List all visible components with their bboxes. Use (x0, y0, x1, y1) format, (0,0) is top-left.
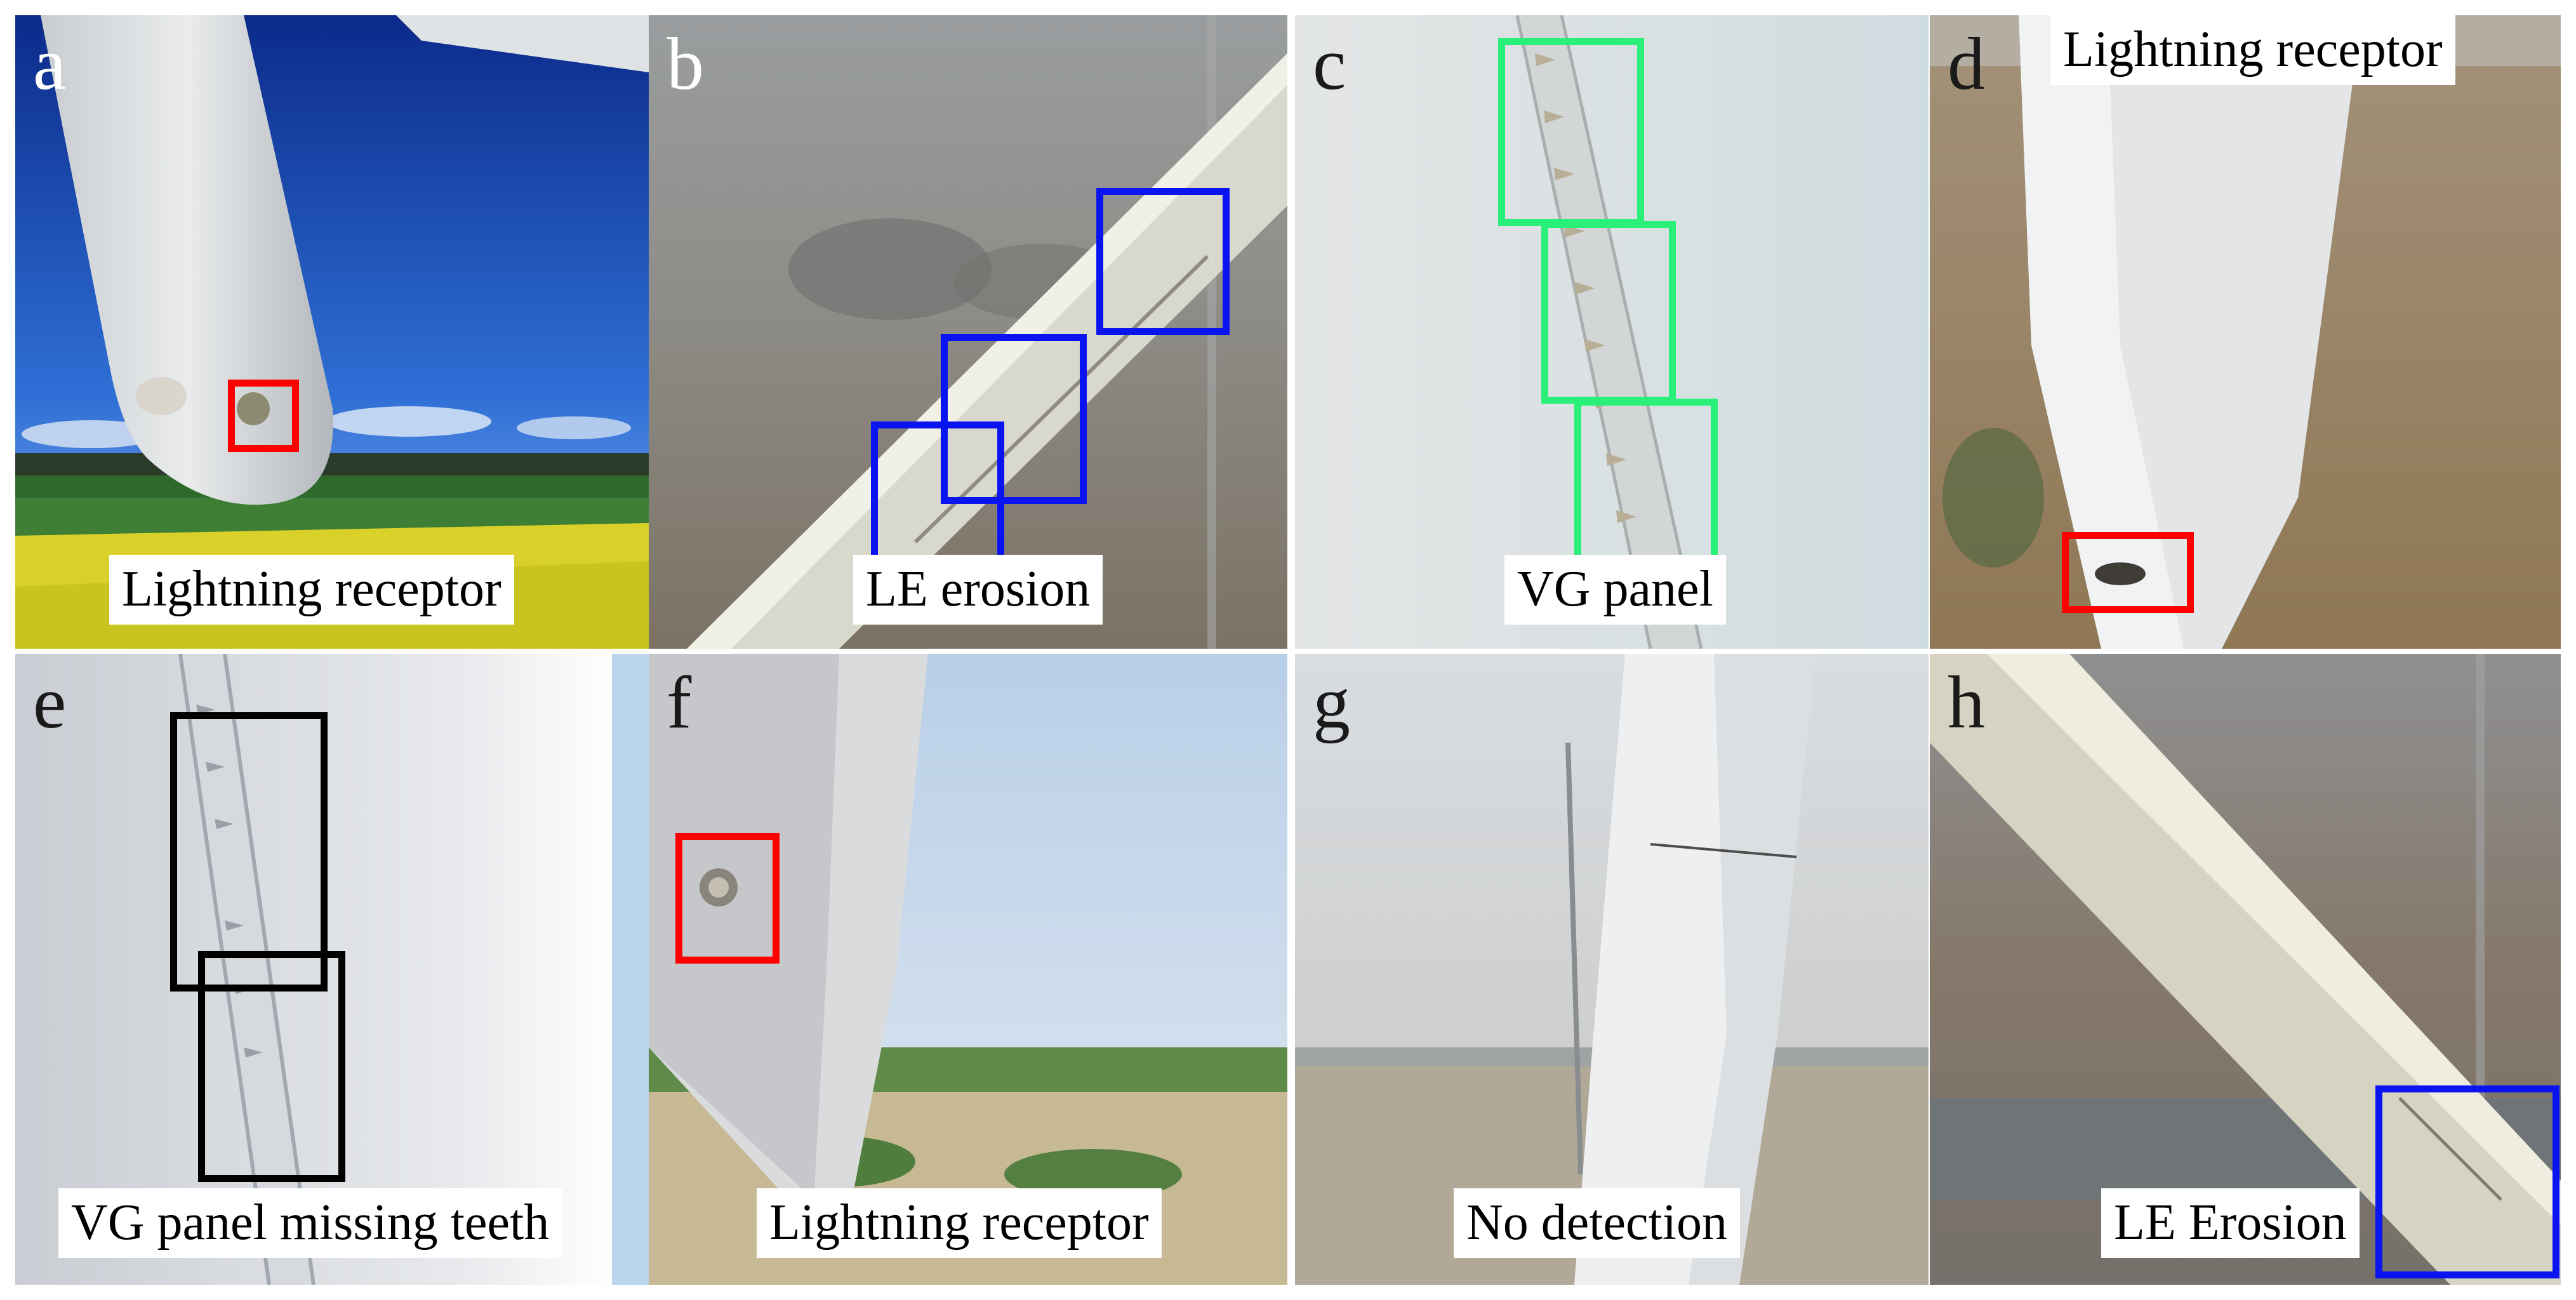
panel-g-label: g (1313, 661, 1350, 744)
panel-c-detection-box-2 (1541, 221, 1676, 404)
panel-f-photo (649, 654, 1287, 1285)
panel-d-caption: Lightning receptor (2050, 15, 2455, 85)
panel-d-photo (1930, 15, 2561, 649)
panel-c-detection-box-1 (1498, 38, 1644, 226)
panel-b-caption: LE erosion (853, 555, 1103, 625)
panel-b-detection-box-1 (1096, 188, 1230, 335)
panel-h-photo (1930, 654, 2561, 1285)
panel-c-photo (1295, 15, 1929, 649)
panel-b-label: b (667, 22, 704, 105)
panel-d-label: d (1948, 22, 1985, 105)
panel-a-label: a (33, 22, 67, 105)
panel-h: h LE Erosion (1930, 654, 2561, 1285)
panel-a-detection-box (228, 380, 299, 452)
panel-b-photo (649, 15, 1287, 649)
panel-a-photo (15, 15, 649, 649)
panel-c-caption: VG panel (1504, 555, 1726, 625)
panel-e-label: e (33, 661, 67, 744)
panel-b-detection-box-2 (941, 334, 1087, 504)
panel-h-detection-box (2375, 1085, 2559, 1278)
panel-c: c VG panel (1295, 15, 1929, 649)
panel-f: f Lightning receptor (649, 654, 1287, 1285)
panel-e-detection-box-2 (198, 951, 345, 1182)
panel-d-detection-box (2062, 532, 2194, 613)
panel-a: a Lightning receptor (15, 15, 649, 649)
panel-f-caption: Lightning receptor (757, 1188, 1162, 1258)
panel-e: e VG panel missing teeth (15, 654, 649, 1285)
panel-b: b LE erosion (649, 15, 1287, 649)
panel-c-label: c (1313, 22, 1346, 105)
panel-g: g No detection (1295, 654, 1929, 1285)
panel-a-caption: Lightning receptor (109, 555, 514, 625)
panel-h-label: h (1948, 661, 1985, 744)
panel-g-photo (1295, 654, 1929, 1285)
panel-h-caption: LE Erosion (2101, 1188, 2360, 1258)
panel-g-caption: No detection (1454, 1188, 1740, 1258)
panel-e-detection-box-1 (170, 712, 328, 992)
panel-f-label: f (667, 661, 692, 744)
panel-f-detection-box (675, 833, 780, 964)
panel-e-caption: VG panel missing teeth (58, 1188, 562, 1258)
panel-d: d Lightning receptor (1930, 15, 2561, 649)
